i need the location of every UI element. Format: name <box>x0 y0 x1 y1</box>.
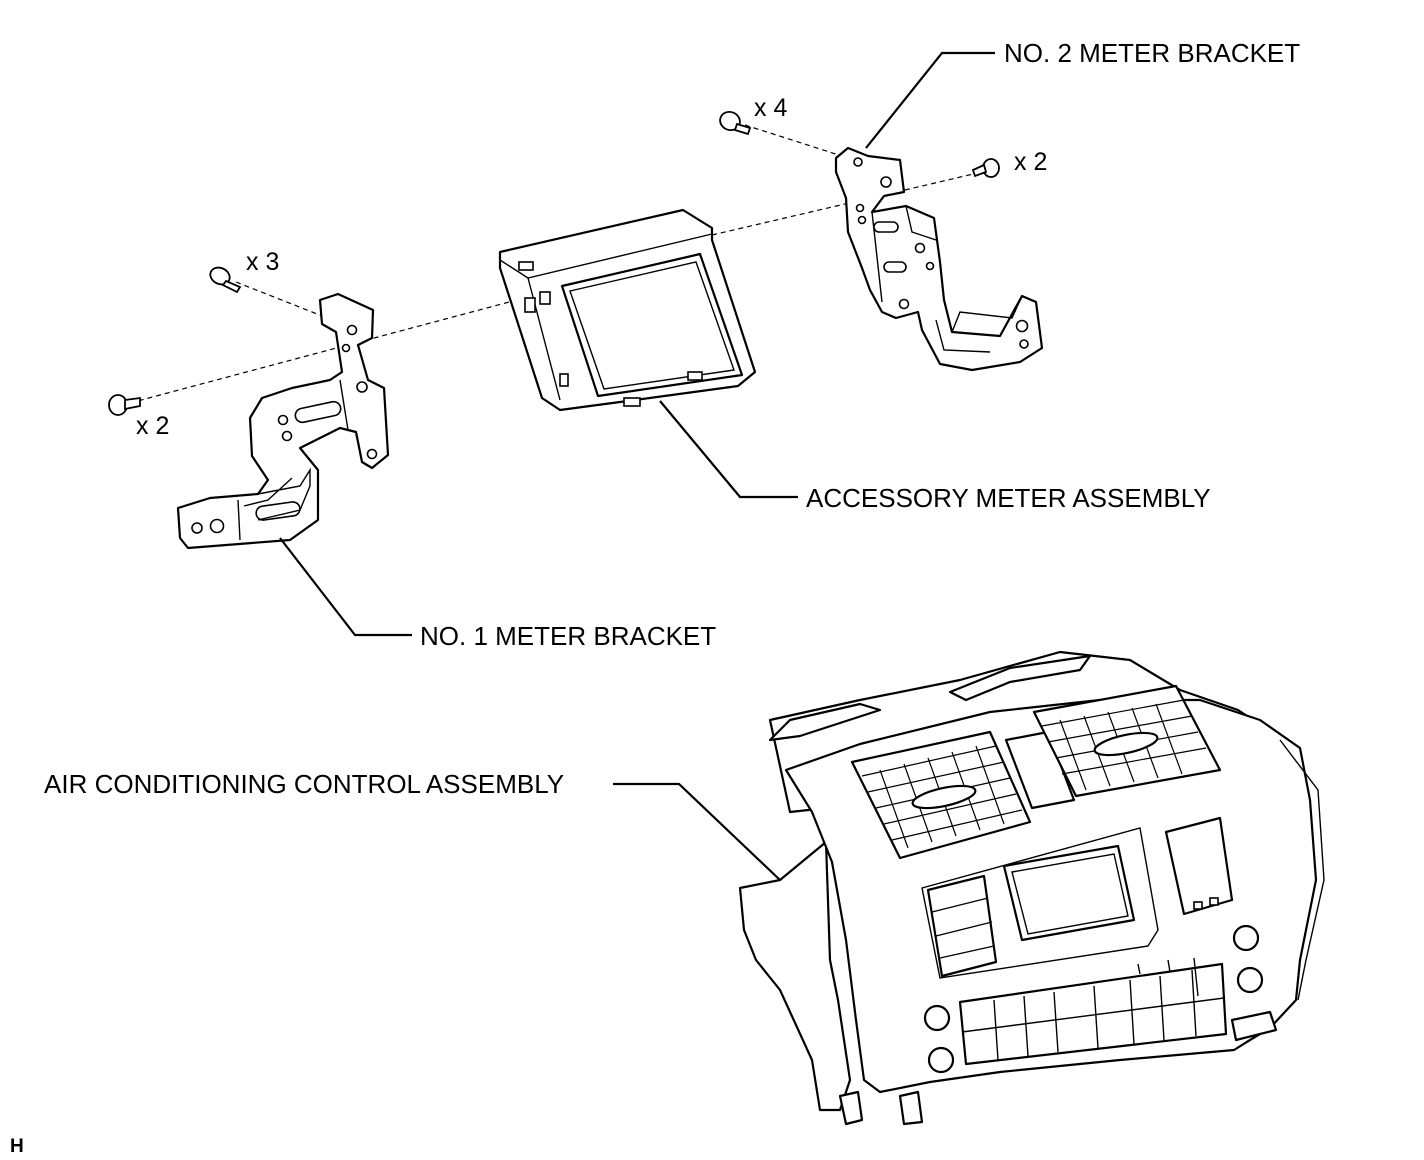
screw-no1-side-icon <box>108 394 141 416</box>
label-accessory-meter-assembly: ACCESSORY METER ASSEMBLY <box>806 483 1211 513</box>
qty-screws-no2-side: x 2 <box>1014 148 1047 176</box>
screw-no1-top-icon <box>209 266 242 294</box>
leader-lines <box>279 51 995 881</box>
figure-code: H <box>10 1136 24 1157</box>
qty-screws-no1-side: x 2 <box>136 412 169 440</box>
qty-screws-no2-top: x 4 <box>754 94 787 122</box>
label-no2-meter-bracket: NO. 2 METER BRACKET <box>1004 38 1300 68</box>
label-no1-meter-bracket: NO. 1 METER BRACKET <box>420 621 716 651</box>
qty-screws-no1-top: x 3 <box>246 248 279 276</box>
no1-meter-bracket-drawing <box>176 292 390 550</box>
screw-no2-side-icon <box>971 158 1000 178</box>
air-conditioning-control-assembly-drawing <box>738 650 1325 1126</box>
accessory-meter-assembly-drawing <box>498 208 757 412</box>
no2-meter-bracket-drawing <box>834 146 1044 372</box>
screw-no2-top-icon <box>719 110 752 136</box>
label-air-conditioning-control-assembly: AIR CONDITIONING CONTROL ASSEMBLY <box>44 769 564 799</box>
